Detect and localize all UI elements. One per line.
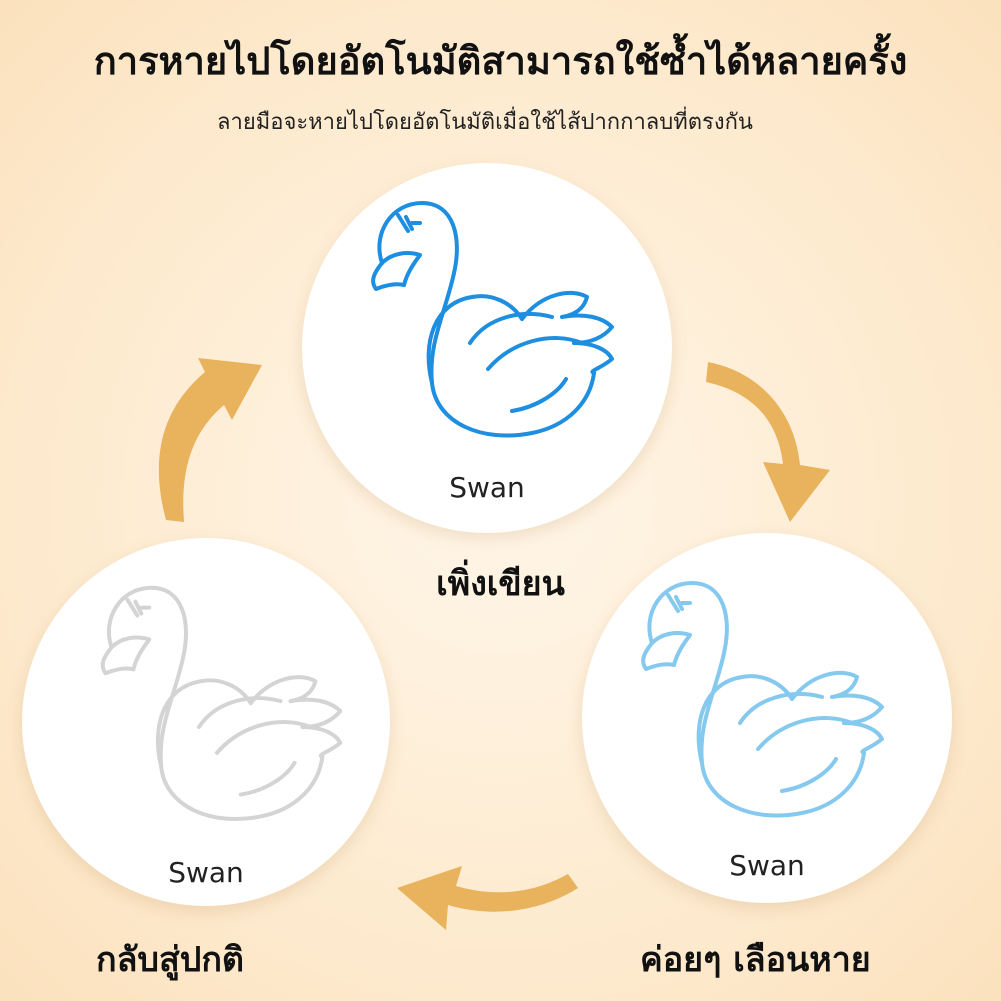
swan-stroke	[738, 692, 824, 725]
swan-stroke	[300, 724, 343, 759]
swan-stroke	[572, 341, 614, 375]
swan-stroke	[468, 312, 554, 345]
swan-drawing-icon	[371, 201, 614, 438]
swan-stroke	[650, 631, 692, 667]
stage-circle-normal: Swan	[22, 538, 390, 906]
swan-stroke	[486, 336, 584, 371]
swan-stroke	[520, 290, 614, 345]
stage-caption-fading: ค่อยๆ เลือนหาย	[640, 940, 871, 980]
swan-drawing-icon	[100, 585, 343, 822]
swan-stroke	[125, 597, 152, 618]
swan-stroke	[197, 696, 283, 729]
swan-stroke	[377, 201, 596, 438]
swan-stroke	[666, 593, 692, 613]
swan-stroke	[396, 213, 422, 233]
swan-stroke	[790, 670, 884, 725]
curved-arrow-icon	[397, 866, 578, 930]
swan-stroke	[238, 760, 297, 797]
stage-caption-normal: กลับสู่ปกติ	[96, 940, 245, 980]
swan-stroke	[380, 251, 422, 287]
swan-stroke	[426, 294, 524, 385]
swan-label: Swan	[168, 856, 244, 889]
swan-label: Swan	[449, 471, 525, 504]
page-title: การหายไปโดยอัตโนมัติสามารถใช้ซ้ำได้หลายค…	[93, 39, 908, 83]
swan-stroke	[248, 675, 343, 729]
swan-stroke	[214, 720, 313, 755]
page-subtitle: ลายมือจะหายไปโดยอัตโนมัติเมื่อใช้ไส้ปากก…	[217, 110, 753, 135]
swan-stroke	[641, 641, 676, 671]
swan-stroke	[756, 716, 854, 751]
swan-drawing-icon	[641, 581, 884, 818]
curved-arrow-icon	[706, 362, 830, 522]
stage-circle-written: Swan	[302, 163, 672, 533]
swan-stroke	[106, 585, 325, 822]
swan-stroke	[371, 261, 406, 291]
swan-stroke	[842, 721, 884, 755]
swan-stroke	[156, 678, 253, 769]
swan-stroke	[510, 377, 568, 413]
swan-stroke	[109, 635, 152, 672]
swan-stroke	[780, 757, 838, 793]
swan-stroke	[100, 645, 136, 676]
swan-label: Swan	[729, 849, 805, 882]
stage-circle-fading: Swan	[582, 533, 952, 903]
stage-caption-written: เพิ่งเขียน	[436, 564, 565, 604]
curved-arrow-icon	[158, 358, 262, 522]
swan-stroke	[647, 581, 866, 818]
swan-stroke	[696, 674, 794, 765]
